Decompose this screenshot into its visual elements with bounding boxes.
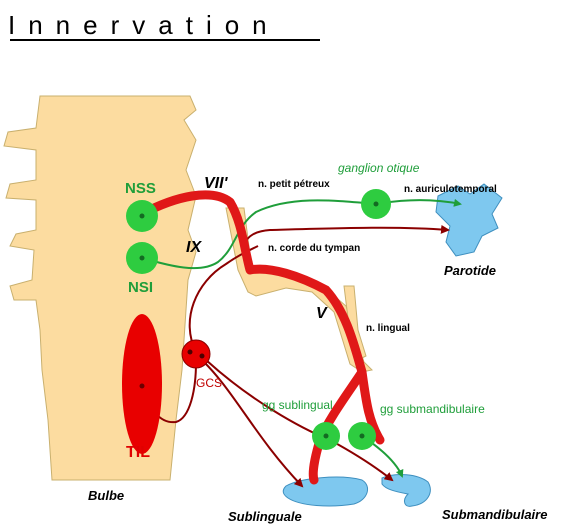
bulbe-shape	[3, 95, 197, 481]
ganglion-otique	[361, 189, 391, 219]
til-label: TIL	[126, 444, 150, 461]
gg-sublingual	[312, 422, 340, 450]
gg-sublingual-label: gg sublingual	[262, 398, 333, 412]
submandibulaire-label: Submandibulaire	[442, 507, 547, 522]
gcs-sublinguale-path	[203, 361, 304, 488]
gg-submandibulaire-label: gg submandibulaire	[380, 402, 485, 416]
til-dot	[139, 383, 145, 389]
lingual-label: n. lingual	[366, 323, 410, 334]
parotide-label: Parotide	[444, 263, 496, 278]
submandibulaire-gland	[381, 474, 431, 507]
sublinguale-gland	[282, 476, 369, 507]
nss-label: NSS	[125, 180, 156, 197]
ganglion-otique-label: ganglion otique	[338, 161, 420, 175]
v-label: V	[316, 305, 328, 322]
gcs-label: GCS	[196, 376, 222, 390]
gcs-ganglion	[181, 339, 211, 369]
gg-submandibulaire	[348, 422, 376, 450]
page-title: Innervation	[8, 10, 280, 40]
auriculotemporal-label: n. auriculotemporal	[404, 184, 497, 195]
bulbe-label: Bulbe	[88, 488, 124, 503]
corde-tympan-label: n. corde du tympan	[268, 243, 360, 254]
vii-label: VII'	[204, 175, 229, 192]
petit-petreux-label: n. petit pétreux	[258, 179, 330, 190]
nss-nucleus	[126, 200, 158, 232]
nsi-nucleus	[126, 242, 158, 274]
vii-nerve-branch	[357, 367, 385, 445]
nsi-label: NSI	[128, 279, 153, 296]
ix-label: IX	[186, 239, 202, 256]
sublinguale-label: Sublinguale	[228, 509, 302, 524]
